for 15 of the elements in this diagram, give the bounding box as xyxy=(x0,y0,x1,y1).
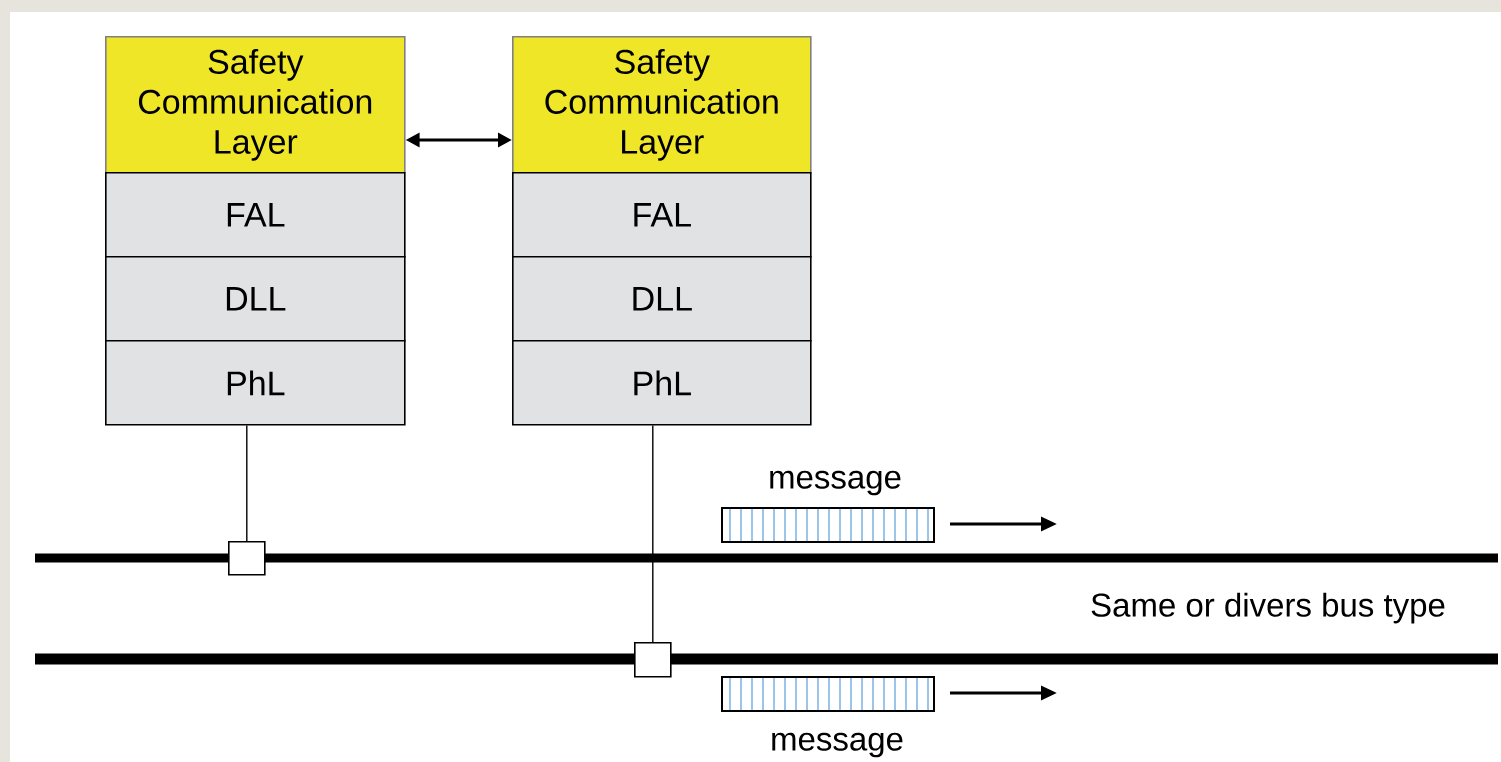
layer-box: DLL xyxy=(512,256,812,342)
layer-box: Safety Communication Layer xyxy=(512,36,812,174)
connector-line xyxy=(246,424,248,542)
message-label: message xyxy=(772,732,903,758)
layer-box: PhL xyxy=(105,340,406,426)
layer-box: PhL xyxy=(512,340,812,426)
message-label: message xyxy=(770,470,901,496)
layer-box: Safety Communication Layer xyxy=(105,36,406,174)
layer-box: DLL xyxy=(105,256,406,342)
connector-line xyxy=(652,424,654,643)
bus-connector-box xyxy=(228,541,266,576)
layer-box: FAL xyxy=(105,172,406,258)
bus-connector-box xyxy=(634,642,672,678)
bus-type-label: Same or divers bus type xyxy=(1091,592,1445,624)
layer-box: FAL xyxy=(512,172,812,258)
